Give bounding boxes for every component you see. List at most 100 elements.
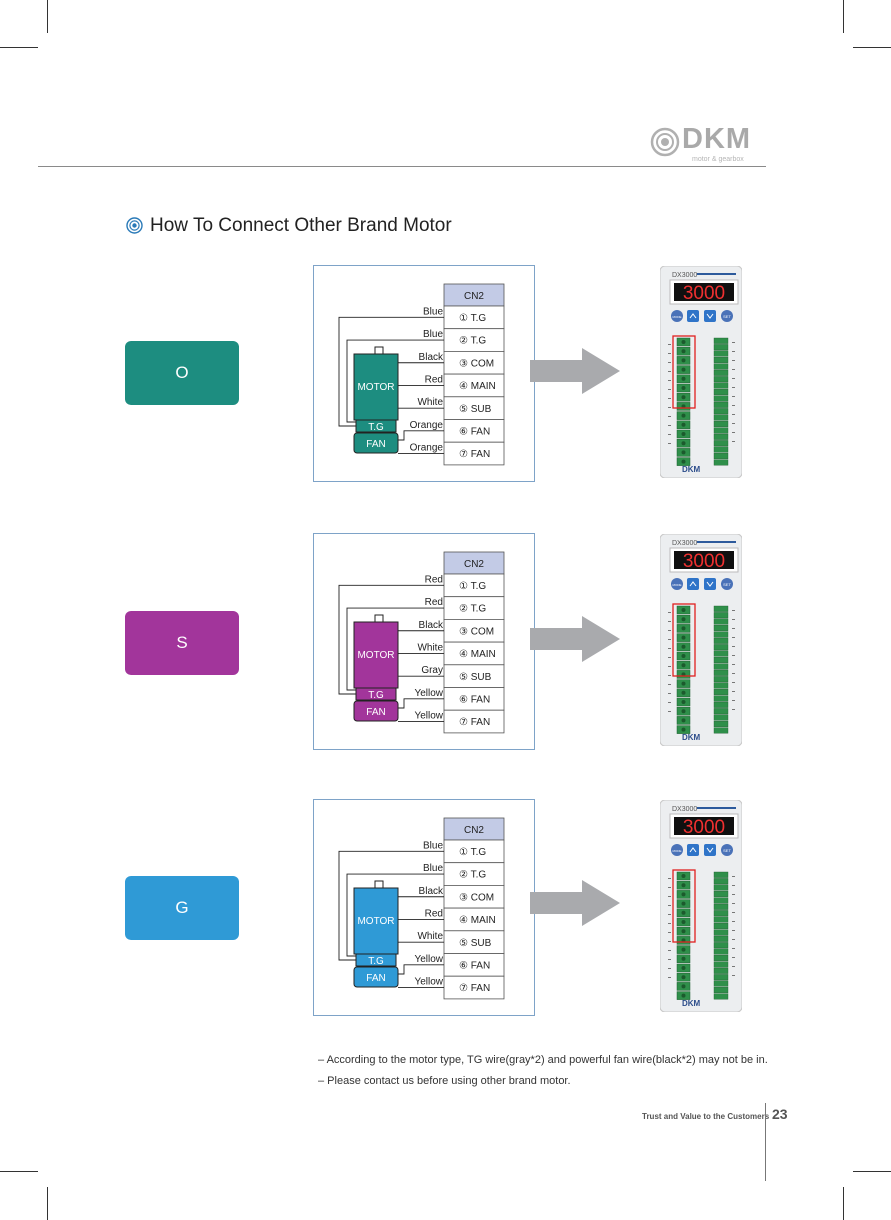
motor-body bbox=[353, 887, 399, 955]
up-button bbox=[687, 844, 699, 856]
terminal-slot bbox=[713, 980, 729, 987]
terminal-slot bbox=[713, 884, 729, 891]
label-mark bbox=[732, 700, 735, 701]
label-mark bbox=[668, 657, 671, 658]
display bbox=[674, 817, 734, 835]
down-arrow-icon bbox=[706, 313, 714, 319]
terminal-slot bbox=[713, 350, 729, 357]
wire bbox=[398, 430, 444, 441]
terminal-screw bbox=[681, 395, 686, 400]
crop-mark bbox=[47, 0, 48, 33]
wire-color-label: Yellow bbox=[414, 688, 443, 699]
crop-mark bbox=[853, 1171, 891, 1172]
label-mark bbox=[668, 362, 671, 363]
label-mark bbox=[668, 398, 671, 399]
model-label: DX3000 bbox=[672, 272, 697, 279]
cn2-pin-label: ③ COM bbox=[459, 626, 494, 637]
label-mark bbox=[732, 664, 735, 665]
note-line: – Please contact us before using other b… bbox=[318, 1075, 571, 1087]
label-mark bbox=[732, 423, 735, 424]
terminal-slot bbox=[713, 344, 729, 351]
terminal-screw bbox=[681, 910, 686, 915]
terminal-slot bbox=[713, 459, 729, 466]
set-button bbox=[721, 310, 733, 322]
controller-brand: DKM bbox=[682, 999, 701, 1008]
terminal-screw bbox=[681, 892, 686, 897]
terminal-slot bbox=[713, 356, 729, 363]
brand-button-o[interactable]: O bbox=[125, 341, 239, 405]
wire-color-label: Black bbox=[419, 886, 444, 897]
display-value: 3000 bbox=[683, 817, 725, 838]
cn2-pin-label: ⑤ SUB bbox=[459, 404, 492, 415]
terminal-slot bbox=[713, 935, 729, 942]
terminal-screw bbox=[681, 993, 686, 998]
label-mark bbox=[732, 975, 735, 976]
label-mark bbox=[668, 905, 671, 906]
down-button bbox=[704, 310, 716, 322]
up-arrow-icon bbox=[689, 581, 697, 587]
cn2-pin-label: ④ MAIN bbox=[459, 381, 496, 392]
terminal-slot bbox=[713, 395, 729, 402]
wire bbox=[346, 607, 444, 691]
mode-label: MODE bbox=[673, 583, 682, 587]
highlight-box bbox=[672, 335, 696, 409]
terminal-screw bbox=[681, 441, 686, 446]
fan-section bbox=[353, 432, 399, 454]
brand-button-g[interactable]: G bbox=[125, 876, 239, 940]
terminal-slot bbox=[713, 890, 729, 897]
label-mark bbox=[668, 389, 671, 390]
label-mark bbox=[732, 912, 735, 913]
label-mark bbox=[668, 666, 671, 667]
highlight-box bbox=[672, 869, 696, 943]
terminal-slot bbox=[713, 427, 729, 434]
label-mark bbox=[732, 628, 735, 629]
terminal-slot bbox=[713, 727, 729, 734]
wire-color-label: Orange bbox=[410, 443, 444, 454]
cn2-pin-label: ④ MAIN bbox=[459, 649, 496, 660]
label-mark bbox=[668, 639, 671, 640]
terminal-screw bbox=[681, 654, 686, 658]
terminal-slot bbox=[713, 967, 729, 974]
label-mark bbox=[732, 646, 735, 647]
terminal-slot bbox=[713, 903, 729, 910]
cn2-pin-label: ① T.G bbox=[459, 847, 486, 858]
terminal-slot bbox=[713, 986, 729, 993]
wire bbox=[398, 964, 444, 975]
right-arrow-icon bbox=[530, 880, 620, 926]
tg-label: T.G bbox=[368, 422, 384, 433]
label-mark bbox=[668, 443, 671, 444]
terminal-screw bbox=[681, 883, 686, 888]
label-mark bbox=[668, 675, 671, 676]
terminal-slot bbox=[713, 948, 729, 955]
set-label: SET bbox=[723, 314, 731, 319]
display bbox=[674, 283, 734, 301]
label-mark bbox=[732, 342, 735, 343]
brand-label: G bbox=[175, 898, 189, 917]
mode-button bbox=[671, 844, 683, 856]
crop-mark bbox=[843, 0, 844, 33]
terminal-slot bbox=[713, 637, 729, 644]
label-mark bbox=[668, 914, 671, 915]
label-mark bbox=[732, 894, 735, 895]
terminal-slot bbox=[713, 714, 729, 721]
wire bbox=[346, 873, 444, 957]
header-divider bbox=[38, 166, 766, 167]
motor-body bbox=[353, 621, 399, 689]
wire bbox=[346, 339, 444, 423]
cn2-pin-label: ⑥ FAN bbox=[459, 961, 490, 972]
wire-color-label: Blue bbox=[423, 306, 443, 317]
label-mark bbox=[732, 921, 735, 922]
terminal-screw bbox=[681, 340, 686, 344]
up-arrow-icon bbox=[689, 313, 697, 319]
label-mark bbox=[732, 378, 735, 379]
fan-label: FAN bbox=[366, 973, 385, 984]
crop-mark bbox=[853, 47, 891, 48]
terminal-screw bbox=[681, 349, 686, 354]
label-mark bbox=[668, 896, 671, 897]
label-mark bbox=[732, 709, 735, 710]
wire-color-label: White bbox=[417, 931, 443, 942]
brand-button-s[interactable]: S bbox=[125, 611, 239, 675]
wire-color-label: White bbox=[417, 642, 443, 653]
mode-label: MODE bbox=[673, 849, 682, 853]
